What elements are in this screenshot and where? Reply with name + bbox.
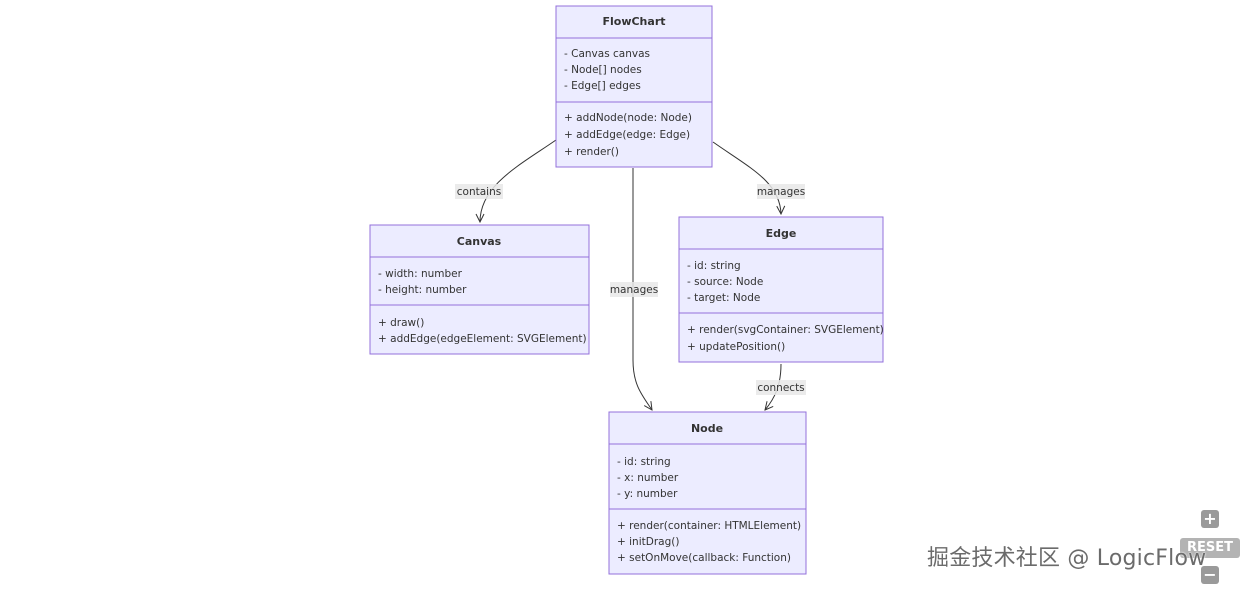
class-flowchart-attribute: - Node[] nodes bbox=[564, 64, 642, 76]
edge-flowchart-canvas-path bbox=[480, 139, 557, 222]
class-edge-attribute: - target: Node bbox=[687, 292, 760, 304]
zoom-out-button[interactable]: − bbox=[1201, 566, 1219, 584]
edge-flowchart-canvas[interactable]: contains bbox=[455, 139, 557, 222]
class-node-method: + render(container: HTMLElement) bbox=[617, 520, 801, 532]
reset-button[interactable]: RESET bbox=[1180, 538, 1240, 558]
class-edge-method: + updatePosition() bbox=[687, 341, 785, 353]
zoom-controls: + RESET − bbox=[1180, 510, 1240, 585]
edge-edge-node-label-bg bbox=[756, 380, 806, 395]
class-flowchart-title: FlowChart bbox=[602, 15, 665, 28]
watermark: 掘金技术社区 @ LogicFlow bbox=[927, 546, 1207, 571]
class-canvas-attribute: - height: number bbox=[378, 284, 467, 296]
class-canvas-method: + draw() bbox=[378, 317, 424, 329]
class-edge-frame bbox=[678, 216, 884, 363]
class-flowchart-attribute: - Edge[] edges bbox=[564, 80, 641, 92]
edge-flowchart-canvas-label-bg bbox=[455, 184, 503, 199]
edge-flowchart-canvas-label: contains bbox=[457, 186, 501, 198]
class-canvas[interactable]: Canvas - width: number - height: number … bbox=[369, 224, 590, 355]
class-flowchart-method: + addNode(node: Node) bbox=[564, 112, 692, 124]
class-node-method: + initDrag() bbox=[617, 536, 679, 548]
edge-flowchart-edge-label-bg bbox=[757, 184, 805, 199]
class-flowchart-method: + addEdge(edge: Edge) bbox=[564, 129, 690, 141]
edge-edge-node[interactable]: connects bbox=[756, 363, 806, 410]
class-edge-method: + render(svgContainer: SVGElement) bbox=[687, 324, 884, 336]
edge-flowchart-node-label: manages bbox=[610, 284, 658, 296]
edge-flowchart-edge-path bbox=[712, 141, 781, 214]
edge-flowchart-edge-label: manages bbox=[757, 186, 805, 198]
class-node-method: + setOnMove(callback: Function) bbox=[617, 552, 791, 564]
class-flowchart-method: + render() bbox=[564, 146, 619, 158]
class-node-attribute: - x: number bbox=[617, 472, 679, 484]
class-edge-title: Edge bbox=[766, 227, 797, 240]
zoom-in-button[interactable]: + bbox=[1201, 510, 1219, 528]
class-node-attribute: - y: number bbox=[617, 488, 678, 500]
class-canvas-attribute: - width: number bbox=[378, 268, 463, 280]
class-canvas-title: Canvas bbox=[457, 235, 502, 248]
class-edge-attribute: - source: Node bbox=[687, 276, 763, 288]
class-flowchart-frame bbox=[555, 5, 713, 168]
class-flowchart-attribute: - Canvas canvas bbox=[564, 48, 650, 60]
class-flowchart[interactable]: FlowChart - Canvas canvas - Node[] nodes… bbox=[555, 5, 713, 168]
class-node-frame bbox=[608, 411, 807, 575]
class-canvas-method: + addEdge(edgeElement: SVGElement) bbox=[378, 333, 587, 345]
class-node-title: Node bbox=[691, 422, 723, 435]
class-node-attribute: - id: string bbox=[617, 456, 671, 468]
class-canvas-frame bbox=[369, 224, 590, 355]
edge-flowchart-node-label-bg bbox=[610, 282, 658, 297]
edge-flowchart-node-path bbox=[632, 168, 652, 410]
edge-flowchart-node[interactable]: manages bbox=[610, 168, 658, 410]
class-edge[interactable]: Edge - id: string - source: Node - targe… bbox=[678, 216, 884, 363]
class-node[interactable]: Node - id: string - x: number - y: numbe… bbox=[608, 411, 807, 575]
class-edge-attribute: - id: string bbox=[687, 260, 741, 272]
edge-flowchart-edge[interactable]: manages bbox=[712, 141, 805, 214]
edge-edge-node-label: connects bbox=[757, 382, 804, 394]
